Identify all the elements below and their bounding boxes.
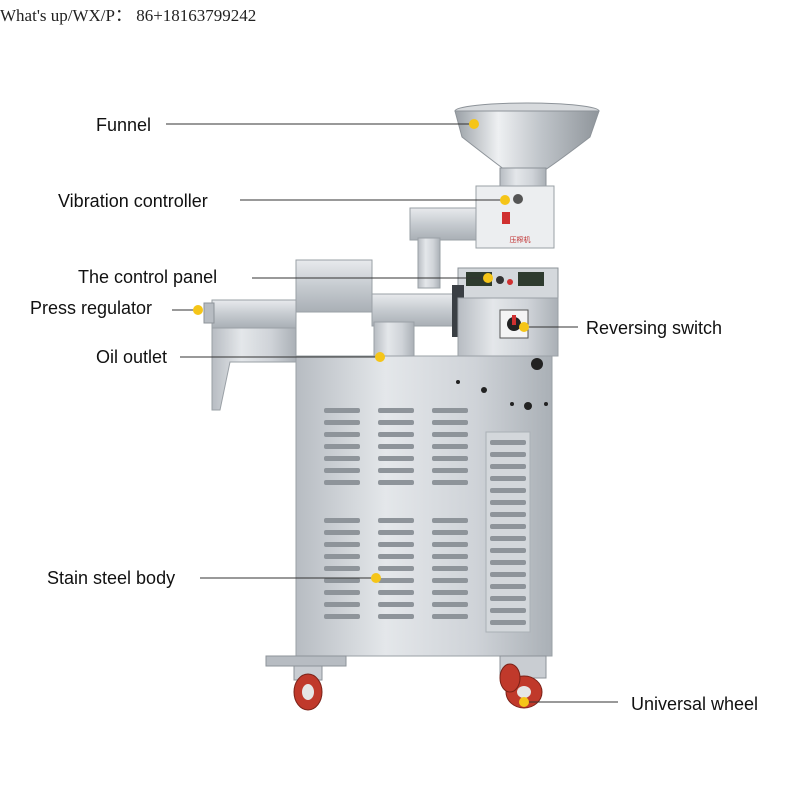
vent-slot (490, 464, 526, 469)
vent-slot (432, 566, 468, 571)
vent-slot (378, 420, 414, 425)
vent-slot (432, 590, 468, 595)
vent-slot (378, 542, 414, 547)
feed-tube (417, 237, 441, 289)
vent-slot (490, 440, 526, 445)
vent-slot (432, 518, 468, 523)
vent-slot (490, 500, 526, 505)
vent-slot (432, 408, 468, 413)
vent-slot (324, 554, 360, 559)
vent-slot (378, 590, 414, 595)
universal-wheel-left (265, 655, 347, 711)
label-press-regulator: Press regulator (30, 298, 153, 318)
vent-slot (432, 432, 468, 437)
vent-slot (432, 420, 468, 425)
marker-stain-steel-body (371, 573, 381, 583)
label-control-panel: The control panel (78, 267, 218, 287)
vent-slot (490, 524, 526, 529)
vent-slot (432, 480, 468, 485)
vent-slot (378, 554, 414, 559)
press-regulator-part (203, 299, 297, 411)
vent-slot (432, 456, 468, 461)
vent-slot (324, 590, 360, 595)
vent-slot (490, 584, 526, 589)
vent-slot (324, 468, 360, 473)
vent-slot (490, 620, 526, 625)
stainless-steel-body (295, 355, 553, 657)
marker-oil-outlet (375, 352, 385, 362)
vent-slot (324, 444, 360, 449)
vent-slot (490, 560, 526, 565)
motor-block (409, 207, 477, 241)
vent-slot (378, 530, 414, 535)
vent-slot (432, 444, 468, 449)
vent-slot (324, 456, 360, 461)
vent-slot (490, 596, 526, 601)
marker-dots (193, 119, 529, 707)
universal-wheel-right (499, 655, 547, 709)
vent-slot (324, 614, 360, 619)
vent-slot (432, 542, 468, 547)
marker-press-regulator (193, 305, 203, 315)
vent-slot (490, 512, 526, 517)
label-vibration-controller: Vibration controller (58, 191, 208, 211)
leader-lines (166, 123, 618, 703)
vent-slot (432, 530, 468, 535)
label-funnel: Funnel (96, 115, 152, 135)
vent-slot (324, 408, 360, 413)
vent-slot (324, 602, 360, 607)
vent-slot (378, 518, 414, 523)
vent-slot (432, 578, 468, 583)
vent-slot (378, 602, 414, 607)
vent-slot (324, 420, 360, 425)
vent-slot (490, 572, 526, 577)
vent-slot (378, 480, 414, 485)
vent-slot (490, 488, 526, 493)
label-oil-outlet: Oil outlet (96, 347, 168, 367)
vent-slot (378, 408, 414, 413)
vent-slot (324, 530, 360, 535)
marker-reversing-switch (519, 322, 529, 332)
vent-slot (432, 614, 468, 619)
vent-slot (324, 518, 360, 523)
contact-info: What's up/WX/P： 86+18163799242 (0, 6, 257, 25)
vent-slot (378, 566, 414, 571)
vent-slot (432, 468, 468, 473)
control-panel-part (457, 267, 559, 299)
vent-slot (490, 548, 526, 553)
vent-slot (490, 536, 526, 541)
vent-slot (432, 554, 468, 559)
vent-slot (490, 476, 526, 481)
vent-slot (378, 444, 414, 449)
vent-slot (324, 578, 360, 583)
vent-slot (324, 432, 360, 437)
marker-control-panel (483, 273, 493, 283)
marker-universal-wheel (519, 697, 529, 707)
vent-slots (324, 408, 526, 625)
vibration-controller-part: 压榨机 (475, 185, 555, 249)
label-stain-steel-body: Stain steel body (47, 568, 176, 588)
vent-slot (378, 614, 414, 619)
vent-slot (324, 566, 360, 571)
machine-panel-text: 压榨机 (510, 235, 531, 244)
funnel-part (454, 102, 600, 187)
vent-slot (378, 432, 414, 437)
vent-slot (490, 452, 526, 457)
label-reversing-switch: Reversing switch (586, 318, 723, 338)
label-universal-wheel: Universal wheel (631, 694, 759, 714)
vent-slot (378, 578, 414, 583)
vent-slot (378, 468, 414, 473)
vent-slot (324, 480, 360, 485)
marker-vibration-controller (500, 195, 510, 205)
marker-funnel (469, 119, 479, 129)
vent-slot (378, 456, 414, 461)
vent-slot (490, 608, 526, 613)
vent-slot (324, 542, 360, 547)
vent-slot (432, 602, 468, 607)
